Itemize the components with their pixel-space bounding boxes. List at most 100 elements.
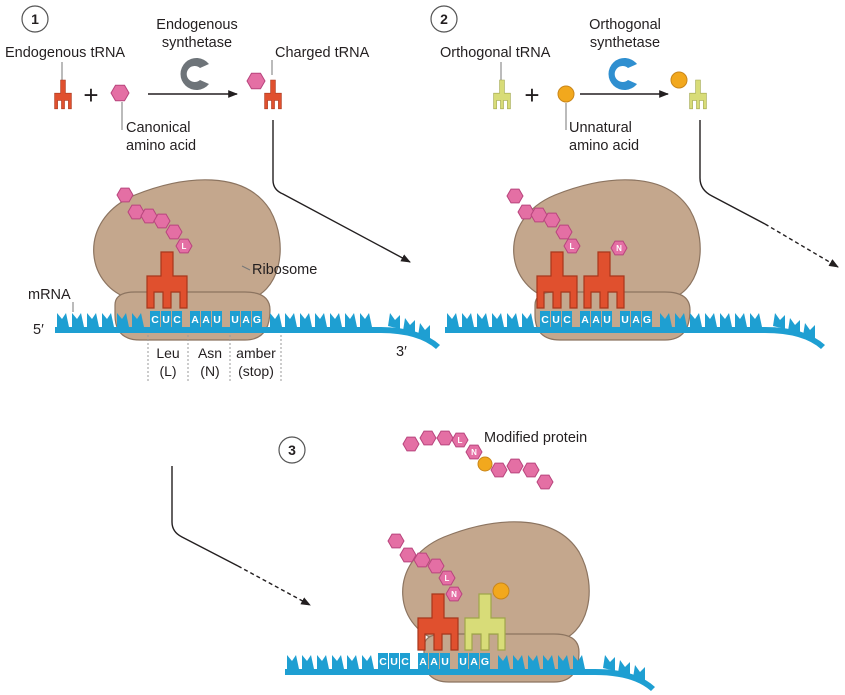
endogenous-synthetase-icon xyxy=(180,57,209,90)
step-1-circle xyxy=(21,5,49,33)
amino-acid-label: N xyxy=(471,448,477,457)
mrna-base xyxy=(603,655,615,671)
flow-arrow-1-to-2 xyxy=(272,120,411,263)
amino-acid-hexagon-icon xyxy=(451,432,469,448)
amino-acid-label: L xyxy=(570,242,575,251)
amino-acid-hexagon-icon xyxy=(555,224,573,240)
codon-base xyxy=(580,311,590,327)
codon-base xyxy=(418,653,428,669)
mrna-base xyxy=(507,313,519,327)
amino-acid-hexagon-icon xyxy=(427,558,445,574)
codon-base xyxy=(469,653,479,669)
mrna-tail xyxy=(595,669,655,691)
mrna-base xyxy=(618,660,630,676)
mrna-tail xyxy=(380,327,440,349)
codon-base xyxy=(562,311,572,327)
panel-3: 3 Modified protein xyxy=(171,430,587,606)
mrna-base xyxy=(403,318,415,334)
amino-acid-label: L xyxy=(458,436,463,445)
orthogonal-synthetase-label-line1: Orthogonal xyxy=(589,17,661,33)
mrna-base xyxy=(773,313,785,329)
amino-acid-hexagon-icon xyxy=(175,238,193,254)
mrna-base xyxy=(72,313,84,327)
codon-letter: A xyxy=(632,314,640,326)
codon-letter: G xyxy=(643,314,651,326)
codon-base xyxy=(620,311,630,327)
amino-acid-hexagon-icon xyxy=(517,204,535,220)
codon-base xyxy=(400,653,410,669)
amino-acid-hexagon-icon xyxy=(402,436,420,452)
amino-acid-hexagon-icon xyxy=(465,444,483,460)
mrna-base xyxy=(362,655,374,669)
ribosome-large-subunit xyxy=(402,521,590,643)
codon-letter: A xyxy=(581,314,589,326)
mrna-base xyxy=(117,313,129,327)
amino-acid-hexagon-icon xyxy=(436,430,454,446)
codon-letter: G xyxy=(481,656,489,668)
unnatural-amino-acid-icon xyxy=(670,71,688,89)
mrna-backbone xyxy=(445,327,765,333)
canonical-amino-acid-icon xyxy=(246,72,266,90)
amino-acid-hexagon-icon xyxy=(536,474,554,490)
amino-acid-hexagon-icon xyxy=(610,240,628,256)
codon-meaning-line2: (stop) xyxy=(238,363,274,379)
mrna-base xyxy=(300,313,312,327)
amino-acid-hexagon-icon xyxy=(438,570,456,586)
codon-base xyxy=(389,653,399,669)
flow-arrow-2-to-3 xyxy=(699,120,766,225)
codon-letter: A xyxy=(419,656,427,668)
step-2-number: 2 xyxy=(440,11,448,27)
endogenous-trna-icon xyxy=(417,593,459,651)
codon-letter: U xyxy=(552,314,560,326)
step-1-number: 1 xyxy=(31,11,39,27)
mrna-tail xyxy=(765,327,825,349)
mrna-base xyxy=(690,313,702,327)
amino-acid-hexagon-icon xyxy=(153,213,171,229)
endogenous-trna-icon xyxy=(146,251,188,309)
orthogonal-synthetase-icon xyxy=(608,57,637,90)
mrna-base xyxy=(750,313,762,327)
codon-letter: U xyxy=(213,314,221,326)
codon-letter: U xyxy=(390,656,398,668)
flow-arrow-to-3-dashed xyxy=(237,565,311,606)
mrna-base xyxy=(347,655,359,669)
mrna-base xyxy=(132,313,144,327)
three-prime-label: 3′ xyxy=(396,344,407,360)
amino-acid-hexagon-icon xyxy=(116,187,134,203)
mrna-label: mRNA xyxy=(28,287,71,303)
orthogonal-trna-label: Orthogonal tRNA xyxy=(440,45,551,61)
codon-base xyxy=(458,653,468,669)
mrna-base xyxy=(418,323,430,339)
mrna-base xyxy=(735,313,747,327)
codon-base xyxy=(540,311,550,327)
mrna-base xyxy=(287,655,299,669)
plus-sign: + xyxy=(83,80,98,110)
endogenous-synthetase-label-line1: Endogenous xyxy=(156,17,237,33)
codon-base xyxy=(440,653,450,669)
flow-arrow-to-3 xyxy=(171,466,239,567)
codon-letter: C xyxy=(541,314,549,326)
mrna-base xyxy=(788,318,800,334)
mrna-backbone xyxy=(285,669,595,675)
codon-letter: U xyxy=(162,314,170,326)
mrna-base xyxy=(573,655,585,669)
step-2-circle xyxy=(430,5,458,33)
codon-letter: C xyxy=(151,314,159,326)
amino-acid-hexagon-icon xyxy=(506,188,524,204)
mrna-base xyxy=(705,313,717,327)
orthogonal-trna-icon xyxy=(464,593,506,651)
codon-base xyxy=(212,311,222,327)
amino-acid-hexagon-icon xyxy=(543,212,561,228)
orthogonal-synthetase-label-line2: synthetase xyxy=(590,35,660,51)
amino-acid-hexagon-icon xyxy=(506,458,524,474)
mrna-base xyxy=(462,313,474,327)
codon-meaning-line1: amber xyxy=(236,345,276,361)
codon-base xyxy=(252,311,262,327)
codon-letter: A xyxy=(430,656,438,668)
unnatural-amino-acid-icon xyxy=(492,582,510,600)
mrna-base xyxy=(388,313,400,329)
